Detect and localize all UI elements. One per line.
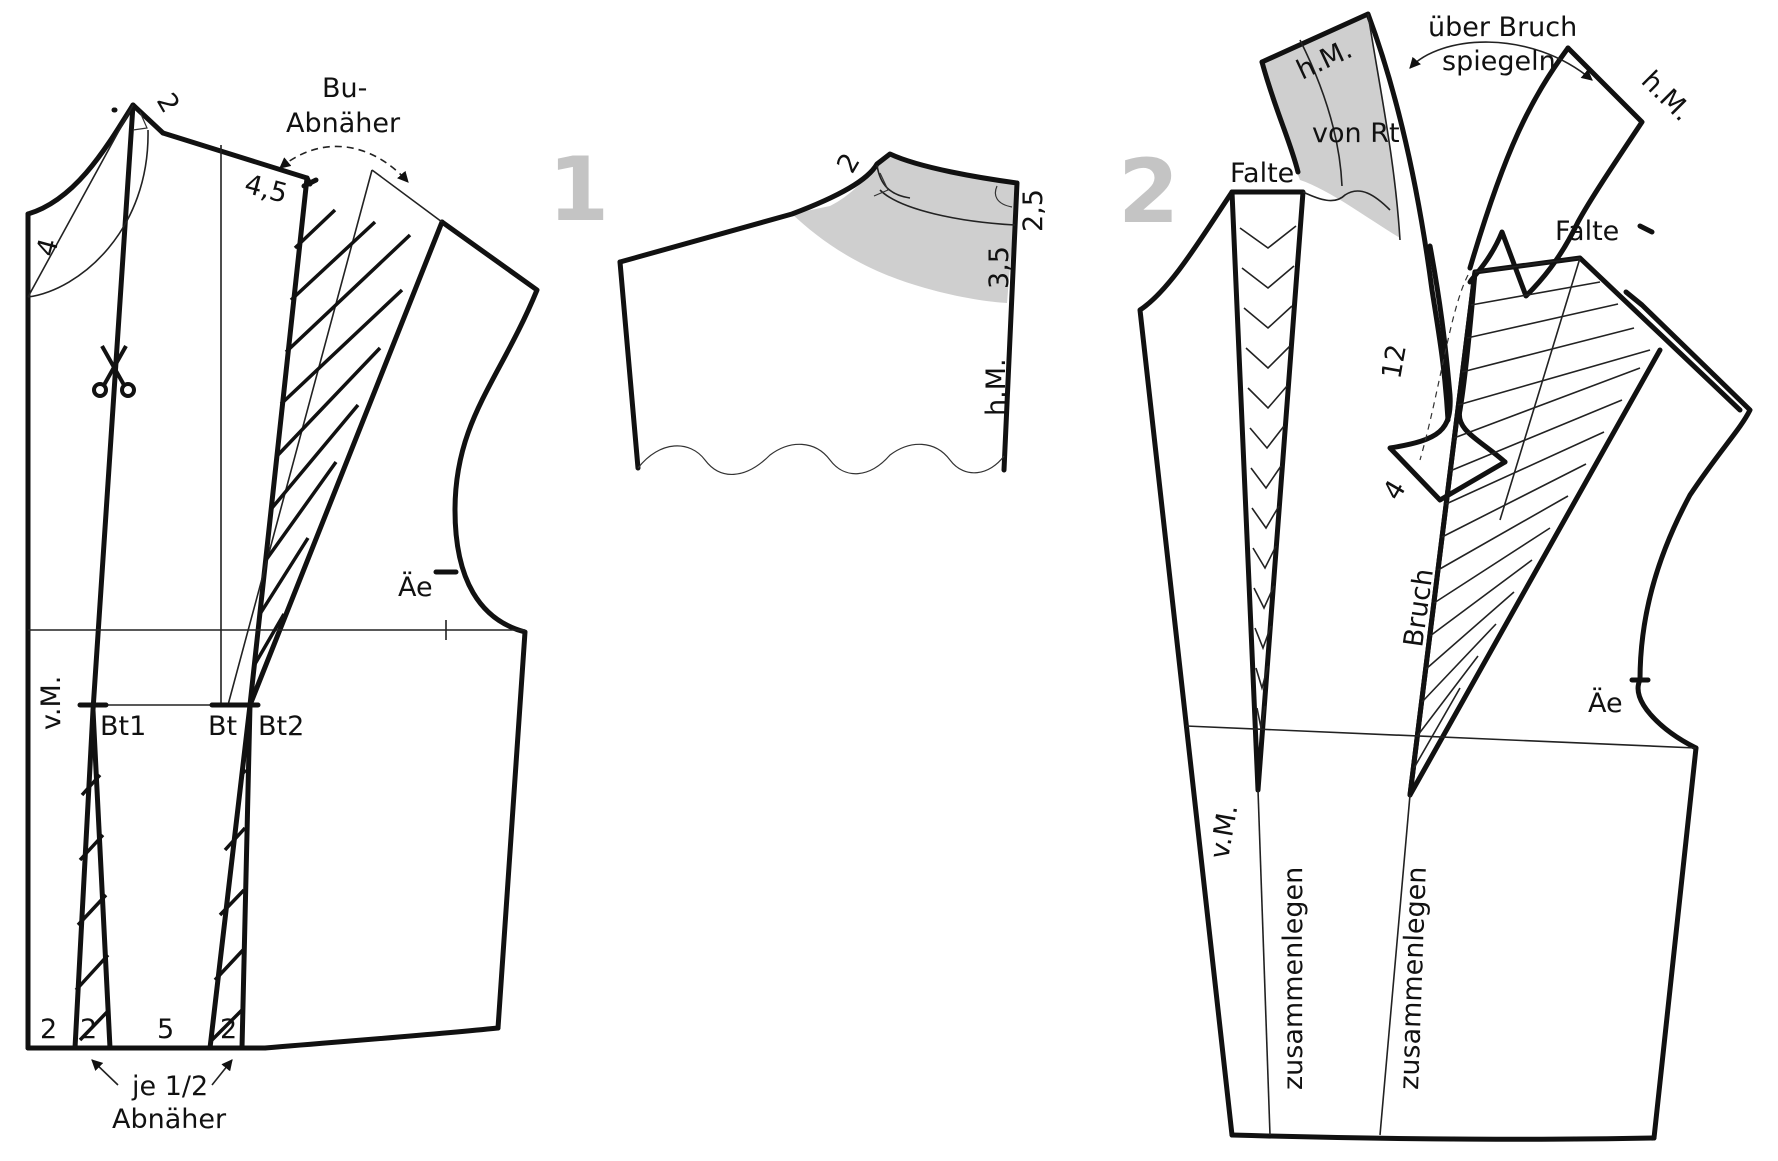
dart-note-arrow-left	[91, 1059, 119, 1086]
join-line-left	[1257, 789, 1271, 1136]
side-panel-outline	[304, 175, 540, 1031]
bodice-hem	[1229, 1132, 1657, 1142]
left-pleat-chevrons	[1239, 225, 1297, 729]
princess-line-lower-right2	[239, 702, 253, 1051]
measure-4-label: 4	[1377, 475, 1412, 505]
front-middle-label-1: v.M.	[36, 676, 67, 730]
yoke-shading	[792, 154, 1017, 303]
yoke-25-label: 2,5	[1018, 189, 1049, 232]
yoke-35-label: 3,5	[984, 246, 1015, 289]
hem-2b-label: 2	[80, 1014, 97, 1045]
join-left-label: zusammenlegen	[1278, 867, 1309, 1090]
step-number-1: 1	[548, 138, 609, 241]
hem-2a-label: 2	[40, 1014, 57, 1045]
right-angle-mark-yoke	[873, 172, 889, 197]
facing-left-edge	[1467, 45, 1571, 271]
dart-hatching-upper	[253, 208, 412, 665]
armhole-mark-label-2: Äe	[1588, 687, 1623, 719]
dart-hatching-lower	[74, 768, 248, 1042]
right-pleat-outline	[1407, 269, 1663, 798]
yoke-curve-1	[879, 189, 1016, 226]
scissors-icon	[92, 345, 136, 398]
figure-2-front-with-collar: 2	[1118, 11, 1753, 1142]
mirror-arrow	[1409, 41, 1593, 81]
bodice-left-edge	[1137, 189, 1235, 1138]
bodice-side-seam	[1651, 745, 1699, 1141]
left-pleat-outline	[1229, 189, 1306, 793]
bu-abnaeher-label-2: Abnäher	[286, 108, 401, 139]
join-right-label: zusammenlegen	[1394, 866, 1433, 1090]
shoulder-45-label: 4,5	[241, 169, 291, 210]
yoke-wavy-cut	[637, 443, 1005, 475]
facing-back-middle-label: h.M.	[1635, 65, 1698, 128]
hem-2c-label: 2	[220, 1014, 237, 1045]
princess-line-lower-left2	[72, 707, 96, 1051]
pleat-left-label: Falte	[1230, 158, 1294, 189]
collar-from-back-label: von Rt	[1312, 118, 1400, 149]
right-angle-mark-neck	[132, 111, 148, 131]
princess-line-lower-left	[90, 707, 113, 1051]
neck-arc	[27, 129, 149, 298]
armhole-mark-label-1: Äe	[398, 571, 433, 603]
dart-note-label-2: Abnäher	[112, 1104, 227, 1135]
measure-12-label: 12	[1376, 342, 1412, 381]
side-panel-dart-edge	[247, 219, 445, 708]
princess-line-lower-right	[207, 702, 253, 1051]
lapel-edge	[1387, 243, 1508, 503]
right-angle-mark-yoke-2	[994, 185, 1013, 208]
dart-note-arrow-right	[211, 1059, 233, 1086]
facing-outline	[1467, 45, 1645, 299]
front-neckline	[25, 102, 166, 217]
facing-notch	[1637, 223, 1655, 235]
hem-5-label: 5	[157, 1014, 174, 1045]
figure-1-front-bodice: 1	[25, 73, 609, 1135]
fold-label: Bruch	[1398, 567, 1440, 649]
neck-diagonal	[27, 104, 134, 298]
dart-guide-2	[371, 169, 443, 223]
neck-wave	[1302, 190, 1391, 211]
bu-abnaeher-label-1: Bu-	[322, 73, 367, 104]
mirror-label-2: spiegeln	[1442, 46, 1556, 77]
yoke-left-edge	[617, 259, 641, 471]
right-pleat-hatching	[1413, 257, 1651, 769]
dart-note-label-1: je 1/2	[131, 1071, 208, 1102]
yoke-outline-top	[617, 151, 1020, 473]
front-middle-label-2: v.M.	[1204, 802, 1244, 861]
bt2-label: Bt2	[258, 711, 304, 742]
yoke-neck-2-label: 2	[831, 148, 866, 178]
pleat-right-label: Falte	[1555, 216, 1619, 247]
bt1-label: Bt1	[100, 711, 146, 742]
collar-center-line	[1299, 39, 1343, 187]
dart-guide-1	[227, 169, 373, 706]
collar-shading	[1262, 14, 1400, 238]
collar-inner-line	[1367, 13, 1401, 241]
shoulder-2-label: 2	[150, 88, 185, 118]
dart-transfer-arrow	[279, 145, 409, 183]
join-line-right	[1379, 794, 1411, 1136]
lapel-dashed-guide	[1419, 274, 1469, 461]
collar-outline	[1259, 11, 1451, 423]
back-yoke-piece: 2 2,5 3,5 h.M.	[617, 148, 1049, 475]
bodice-armhole	[1623, 289, 1753, 751]
step-number-2: 2	[1118, 140, 1179, 243]
yoke-back-middle-label: h.M.	[981, 358, 1012, 416]
collar-inner-edge	[1259, 59, 1301, 175]
shoulder-line	[160, 130, 310, 181]
waist-line	[1185, 725, 1697, 749]
bt-label: Bt	[208, 711, 237, 742]
princess-line-left	[90, 102, 136, 713]
princess-line-right	[247, 175, 310, 708]
mirror-label-1: über Bruch	[1428, 12, 1577, 43]
side-hem-curve	[262, 1025, 501, 1051]
